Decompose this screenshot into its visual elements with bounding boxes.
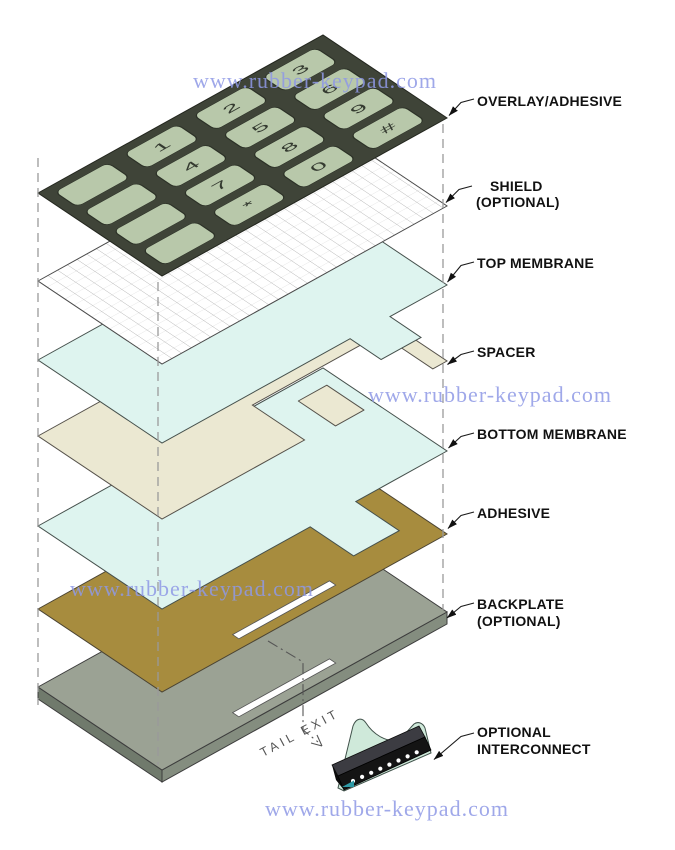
tail-exit-arrowhead [310,734,323,747]
leader-overlay [448,98,475,116]
key-2: 2 [219,101,244,116]
key-6: 6 [317,82,342,97]
key-star: * [239,198,261,211]
label-adhesive: ADHESIVE [477,505,550,521]
layer-overlay: 1 2 3 4 5 6 7 8 9 * 0 # [37,34,448,277]
leader-adhesive [447,511,475,529]
leader-interconnect [433,732,475,760]
label-shield-line2: (OPTIONAL) [476,194,560,210]
backplate-tail-slot [231,658,337,718]
key-7: 7 [208,178,233,193]
label-spacer: SPACER [477,344,536,360]
connector-pin-holes [350,750,419,784]
label-bottom-membrane: BOTTOM MEMBRANE [477,426,627,442]
leader-spacer [447,350,475,365]
label-interconnect-line2: INTERCONNECT [477,741,591,757]
key-9: 9 [346,101,371,116]
leader-shield [445,185,473,203]
key-0: 0 [306,159,331,174]
label-backplate-line1: BACKPLATE [477,596,564,612]
label-interconnect-line1: OPTIONAL [477,724,551,740]
watermark-top: www.rubber-keypad.com [193,68,437,93]
overlay-keys: 1 2 3 4 5 6 7 8 9 * 0 # [57,49,423,264]
watermark-middle-right: www.rubber-keypad.com [368,382,612,407]
keycap-legends: 1 2 3 4 5 6 7 8 9 * 0 # [149,62,400,212]
watermark-middle-left: www.rubber-keypad.com [70,576,314,601]
label-overlay: OVERLAY/ADHESIVE [477,93,622,109]
watermark-bottom: www.rubber-keypad.com [265,796,509,821]
keycap-group [57,49,423,264]
interconnect-assembly [331,718,432,792]
connector-polarity-mark [342,780,354,787]
leader-top-membrane [447,261,475,283]
bottom-membrane-face [37,367,448,610]
adhesive-tail-slot [231,580,337,640]
key-hash: # [375,121,400,136]
spacer-tab [297,384,365,427]
label-leaders [433,98,475,760]
leader-backplate [446,602,475,619]
label-top-membrane: TOP MEMBRANE [477,255,594,271]
key-8: 8 [277,140,302,155]
key-5: 5 [248,120,273,135]
label-backplate-line2: (OPTIONAL) [477,613,561,629]
key-1: 1 [149,139,174,154]
key-4: 4 [179,158,204,173]
alignment-guides [37,124,444,765]
key-3: 3 [288,62,313,77]
leader-bottom-membrane [448,432,475,449]
label-shield-line1: SHIELD [490,178,543,194]
layer-bottom-membrane [37,367,448,610]
